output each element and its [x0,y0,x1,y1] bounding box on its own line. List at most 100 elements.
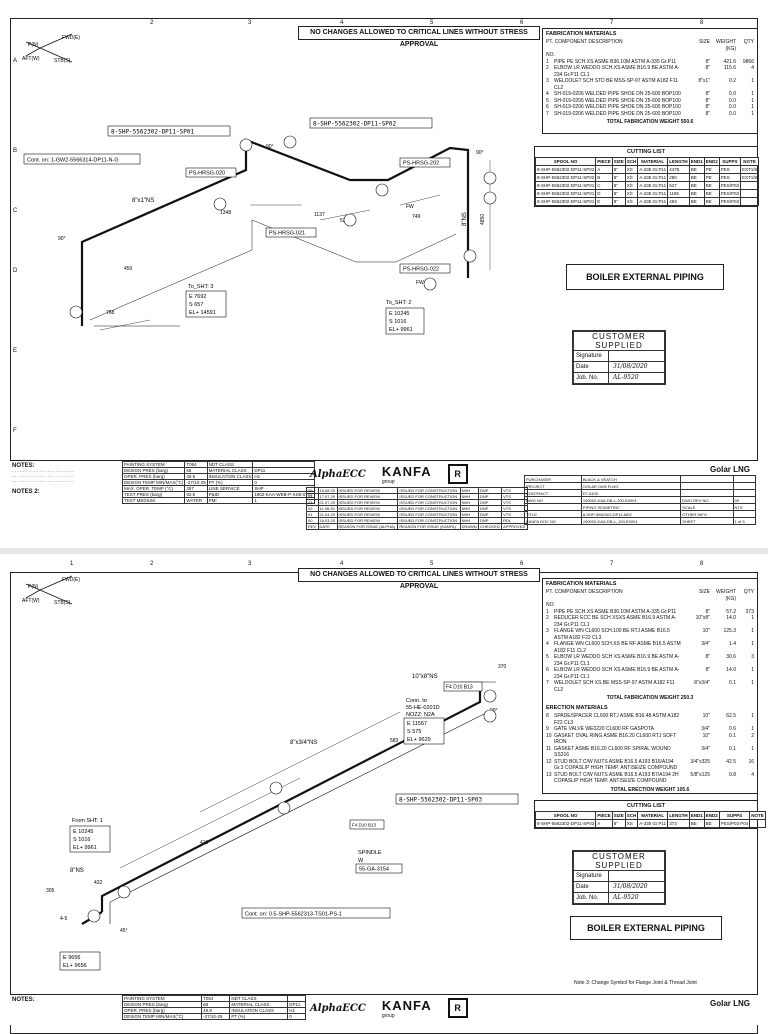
cutting-list-cell: E [595,197,613,206]
cutting-list-cell: 8-SHP-5562302-DP11-SP02 [534,165,597,174]
property-cell: PMI [206,497,254,504]
fab-total: TOTAL FABRICATION WEIGHT 250.3 [606,695,694,701]
material-size: 3/4" [701,726,710,732]
drawing-sheet-1: 2 3 4 5 6 7 8 A B C D E F NO CHANGES ALL… [10,18,760,541]
svg-text:PS-HRSG-202: PS-HRSG-202 [403,161,439,167]
cutting-list-cell: BE [703,189,720,198]
cutting-list-cell: XS [624,165,639,174]
pipe-centerline [89,219,457,327]
metadata-cell [680,482,734,490]
material-qty: 1 [751,97,754,104]
support-tag [399,157,451,168]
cutting-list-header-cell: SCH [624,811,639,820]
material-desc: WELDOLET SCH XS BE MSS-SP-97 ASTM A182 F… [554,680,675,693]
revision-cell: CHECKED [478,523,503,530]
fab-head-no-row: NO. [546,602,555,608]
cutting-list-header-cell: SCH [624,157,639,166]
material-wt: 0.0 [729,91,736,97]
stamp-signature-label: Signature [574,351,609,361]
cutting-list-cell: PES/P03 [718,197,741,206]
metadata-cell [732,489,757,497]
cutting-list-header-cell: SIZE [611,811,626,820]
revision-cell: APPROVED [501,523,528,530]
ns-label: 8"NS [462,212,468,226]
material-qty: 1 [751,91,754,97]
svg-text:EL+ 9961: EL+ 9961 [389,327,413,333]
spool-tag-sp03 [395,793,519,805]
zone-label: 4 [340,561,344,567]
cutting-list-cell: 8" [611,197,626,206]
svg-text:E 9656: E 9656 [63,955,80,961]
fab-head-qty: QTY [743,39,754,45]
material-size: 8" [705,91,710,97]
cutting-list-cell: A-335 Gr.P11 [637,173,669,182]
zone-column-left: A B C D E F [11,18,21,540]
material-qty: 1 [751,680,754,686]
cutting-list-header-cell: END2 [703,157,720,166]
dim-label: 768 [106,310,115,316]
zone-label: 2 [150,561,154,567]
fab-header: PT. COMPONENT DESCRIPTION SIZE WEIGHT (K… [543,589,757,602]
metadata-cell: BLACK & VEATCH [580,475,682,483]
cutting-list-cell: D [595,189,613,198]
material-qty: 1 [751,641,754,647]
zone-label: D [13,268,18,274]
material-no: 8 [546,713,549,719]
dim-label: 1348 [220,210,231,216]
material-size: 8" [705,104,710,110]
cutting-list-cell: A-335 Gr.P11 [637,181,669,190]
dim-label: 305 [46,888,55,894]
material-qty: 3 [751,654,754,660]
drawing-title: BOILER EXTERNAL PIPING [570,916,722,940]
material-wt: 14.0 [726,667,736,673]
material-size: 8" [705,667,710,673]
metadata-cell: 05 [732,496,757,504]
from-sht1-box: From SHT: 1 E 10245 S 1016 EL+ 9961 [69,818,111,853]
svg-text:NOZZ: N2A: NOZZ: N2A [406,712,435,718]
ns-label: 8"NS [70,868,84,874]
svg-text:Cont. on: 0.5-SHP-5562313-TS01: Cont. on: 0.5-SHP-5562313-TS01-PS-1 [245,912,342,918]
svg-text:55-GA-3154: 55-GA-3154 [359,867,389,873]
metadata-cell: NTS [732,503,757,511]
cutting-list-cell: EXT1/8 [739,165,760,174]
dim-label: 432 [94,880,103,886]
material-no: 13 [546,771,552,778]
cutting-list-header-cell: NOTE [739,157,760,166]
material-wt: 0.2 [729,78,736,84]
metadata-cell: 190002-KAA-DB-L_J00-E0001 [580,517,682,525]
stamp-signature-label: Signature [574,871,609,881]
material-no: 5 [546,97,549,104]
material-desc: SH-019-0206 WELDED PIPE SHOE DN 25-600 B… [554,104,681,110]
stamp-job-label: Job. No. [574,893,609,903]
note-3: Note 3: Change Symbol for Flange Joint &… [574,980,697,986]
zone-label: 3 [248,561,252,567]
material-qty: 1 [751,667,754,673]
bolt-tag [349,819,385,830]
angle-label: 90° [266,144,274,150]
dim-label: 370 [498,664,507,670]
material-no: 10 [546,732,552,739]
svg-text:F4 D10 B13: F4 D10 B13 [352,823,377,828]
property-cell: -27/10-29 [184,479,208,486]
fab-title: FABRICATION MATERIALS [546,581,617,587]
zone-label: 1 [70,561,74,567]
cutting-list-cell: BE [703,819,720,828]
svg-text:EL+ 9961: EL+ 9961 [73,845,97,851]
title-block-1: NOTES: - - - - - - - - - - - - - - - - -… [10,460,758,541]
material-desc: REDUCER ECC BE SCH XSXS ASME B16.9 ASTM … [554,615,677,628]
